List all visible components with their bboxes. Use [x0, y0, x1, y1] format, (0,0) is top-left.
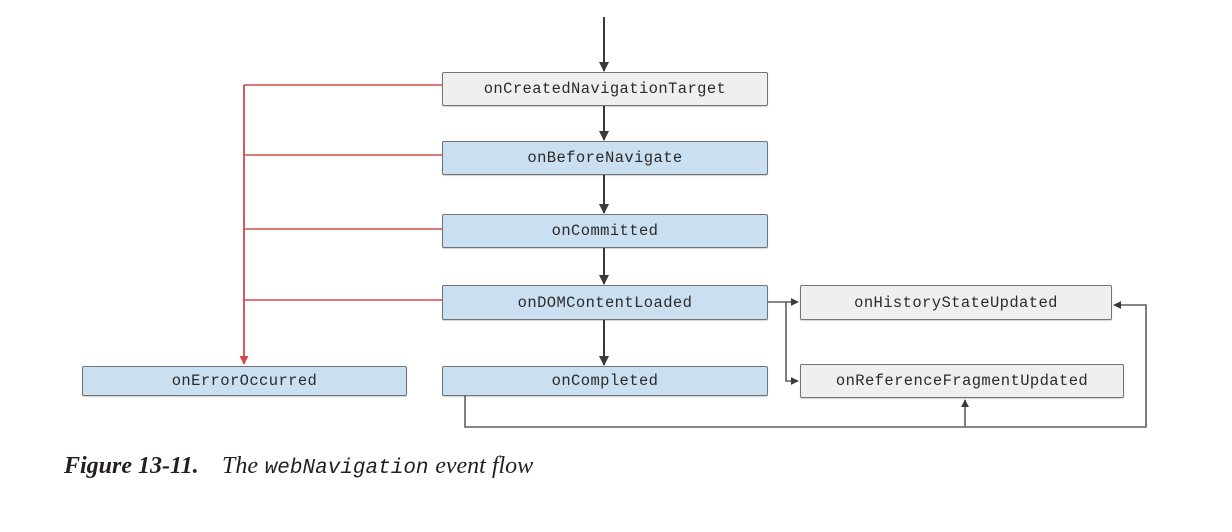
figure-number: Figure 13-11.	[64, 453, 199, 479]
node-label: onCompleted	[551, 372, 659, 390]
edge-onDOMContentLoaded-to-onReferenceFragmentUpdated	[785, 302, 799, 385]
caption-suffix: event flow	[435, 453, 534, 479]
node-label: onCreatedNavigationTarget	[483, 80, 727, 98]
node-onHistoryStateUpdated[interactable]: onHistoryStateUpdated	[800, 285, 1112, 320]
node-label: onBeforeNavigate	[527, 149, 683, 167]
figure-caption: Figure 13-11. The webNavigation event fl…	[64, 452, 533, 480]
node-label: onErrorOccurred	[171, 372, 318, 390]
node-label: onCommitted	[551, 222, 659, 240]
node-onCompleted[interactable]: onCompleted	[442, 366, 768, 396]
caption-prefix: The	[222, 453, 259, 479]
node-onDOMContentLoaded[interactable]: onDOMContentLoaded	[442, 285, 768, 320]
node-onErrorOccurred[interactable]: onErrorOccurred	[82, 366, 407, 396]
node-onCreatedNavigationTarget[interactable]: onCreatedNavigationTarget	[442, 72, 768, 106]
node-onBeforeNavigate[interactable]: onBeforeNavigate	[442, 141, 768, 175]
node-onReferenceFragmentUpdated[interactable]: onReferenceFragmentUpdated	[800, 364, 1124, 398]
node-label: onDOMContentLoaded	[517, 293, 693, 312]
node-label: onHistoryStateUpdated	[854, 293, 1058, 312]
node-onCommitted[interactable]: onCommitted	[442, 214, 768, 248]
node-label: onReferenceFragmentUpdated	[835, 372, 1089, 390]
caption-api-name: webNavigation	[264, 457, 429, 480]
